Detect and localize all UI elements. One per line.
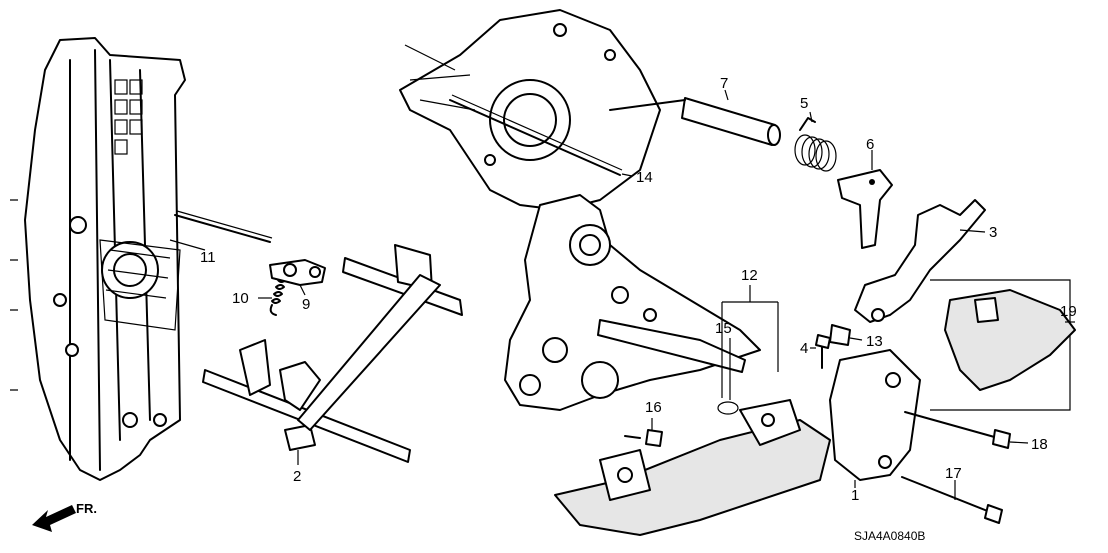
control-shaft-part-2 (202, 339, 411, 463)
callout-11: 11 (200, 249, 216, 266)
pin-part-7 (609, 97, 781, 146)
top-housing (399, 9, 661, 211)
strainer-plate (554, 399, 831, 536)
arm-part-6 (837, 169, 893, 249)
fork-part-3 (854, 199, 986, 323)
callout-18: 18 (1031, 436, 1048, 453)
callout-13: 13 (866, 333, 883, 350)
transmission-case-left (10, 37, 186, 481)
valve-body-housing (504, 194, 761, 411)
callout-12: 12 (741, 267, 758, 284)
shaft-part-14 (449, 94, 623, 176)
callout-16: 16 (645, 399, 662, 416)
cover-part-1 (829, 349, 921, 481)
front-direction: FR. (32, 501, 97, 532)
spring-part-10 (269, 277, 287, 316)
callout-2: 2 (293, 468, 301, 485)
spring-part-5 (794, 117, 837, 172)
callout-14: 14 (636, 169, 653, 186)
callout-12-bracket (721, 285, 779, 398)
callout-labels: 1 2 3 4 5 6 7 9 10 11 12 13 14 15 16 17 … (200, 75, 1077, 504)
shift-rod-assembly (297, 244, 463, 431)
diagram-code: SJA4A0840B (854, 529, 925, 543)
callout-3: 3 (989, 224, 997, 241)
callout-17: 17 (945, 465, 962, 482)
callout-9: 9 (302, 296, 310, 313)
bolt-part-17 (901, 476, 1003, 524)
bolt-part-4 (815, 334, 831, 369)
bolt-part-16 (624, 429, 663, 447)
callout-1: 1 (851, 487, 859, 504)
front-label: FR. (76, 501, 97, 516)
callout-7: 7 (720, 75, 728, 92)
detent-part-9 (269, 259, 326, 286)
callout-19: 19 (1060, 303, 1077, 320)
callout-5: 5 (800, 95, 808, 112)
callout-10: 10 (232, 290, 249, 307)
front-arrow-icon (32, 505, 76, 532)
part-19-inset (930, 279, 1076, 411)
leader-lines (169, 89, 1075, 500)
o-ring-part-15 (717, 401, 739, 415)
callout-6: 6 (866, 136, 874, 153)
bolt-part-18 (904, 411, 1011, 449)
shaft-part-11 (174, 210, 273, 243)
callout-15: 15 (715, 320, 732, 337)
callout-4: 4 (800, 340, 808, 357)
clip-part-13 (829, 324, 851, 346)
